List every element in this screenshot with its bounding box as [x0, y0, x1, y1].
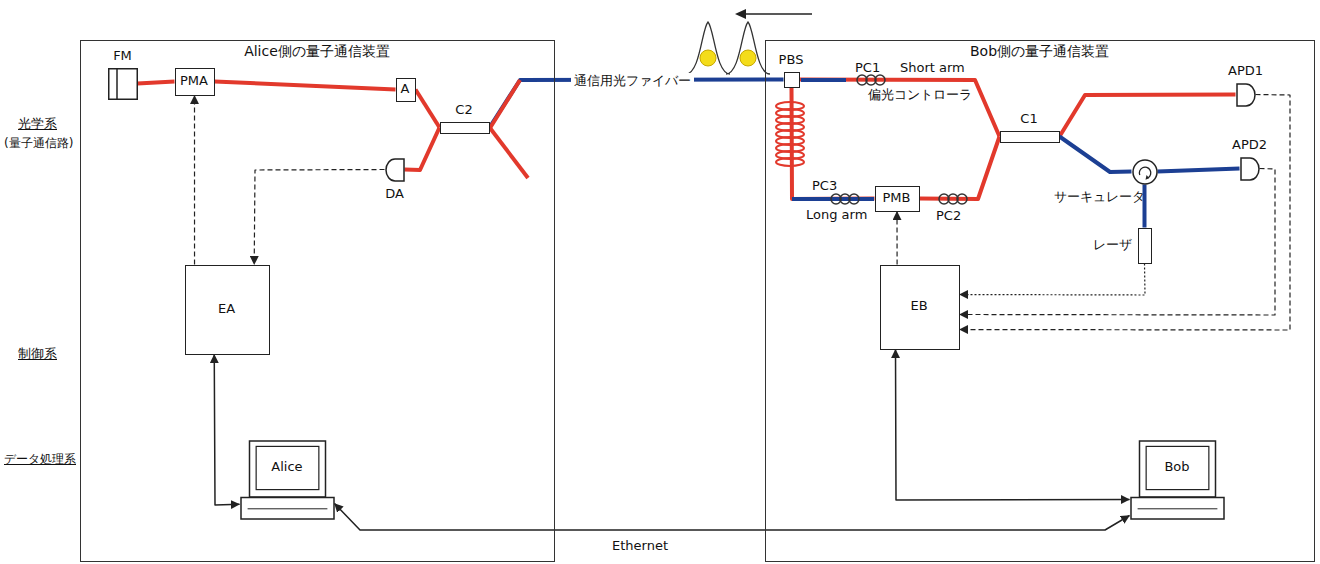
- fiber-coil: [776, 102, 804, 166]
- fiber-segment: [801, 78, 846, 82]
- part-name: C2: [455, 102, 472, 118]
- part-name: FM: [113, 48, 132, 64]
- signal-line: [254, 170, 384, 265]
- polarizing-beam-splitter: PBS: [784, 72, 800, 88]
- part-name: APD1: [1228, 63, 1263, 79]
- signal-line: [960, 169, 1276, 316]
- photodiode-symbol: [1236, 83, 1256, 107]
- signal-line: [960, 264, 1146, 296]
- optical-fiber: [405, 128, 440, 171]
- part-name: EA: [218, 301, 235, 317]
- part-name: レーザ: [1093, 237, 1132, 253]
- data-link: [896, 350, 1130, 501]
- faraday-mirror-symbol: [108, 68, 138, 100]
- laptop-symbol: [1130, 440, 1225, 520]
- laser: レーザ: [1138, 228, 1152, 264]
- controller-box: EA: [185, 265, 270, 355]
- photon-pulse: [686, 22, 770, 74]
- part-name: サーキュレータ: [1054, 189, 1145, 205]
- photon: [740, 50, 756, 66]
- fiber-segment: [490, 80, 520, 128]
- row-label: 光学系: [18, 116, 57, 132]
- row-label: (量子通信路): [4, 136, 73, 151]
- circulator: サーキュレータ: [1132, 159, 1158, 185]
- polarization-controller: [831, 194, 859, 204]
- signal-line: [896, 212, 897, 265]
- faraday-mirror: FM: [108, 68, 138, 100]
- part-label: PC2: [936, 208, 961, 224]
- laptop: Bob: [1130, 440, 1225, 520]
- controller-box: EB: [880, 265, 960, 350]
- optical-fiber: [138, 82, 175, 84]
- photodiode: APD1: [1236, 83, 1256, 107]
- optical-fiber: [416, 90, 440, 128]
- phase-modulator: PMA: [175, 68, 215, 96]
- optical-fiber: [800, 80, 1000, 137]
- part-name: Alice: [271, 459, 302, 475]
- optical-fiber: [1158, 169, 1240, 172]
- part-name: PMA: [180, 73, 208, 89]
- data-link: [335, 504, 1130, 531]
- part-name: A: [401, 81, 410, 97]
- laptop: Alice: [240, 440, 335, 520]
- part-name: APD2: [1232, 137, 1267, 153]
- polarization-controller: [939, 194, 967, 204]
- part-label: PC3: [812, 178, 837, 194]
- signal-line: [960, 95, 1291, 331]
- phase-modulator: PMB: [875, 186, 920, 212]
- row-label: データ処理系: [4, 452, 76, 467]
- arm-label: Short arm: [900, 60, 965, 76]
- panel-title: Bob側の量子通信装置: [970, 43, 1109, 61]
- edge-label: Ethernet: [609, 538, 671, 554]
- detector: DA: [385, 158, 405, 182]
- part-name: C1: [1020, 111, 1037, 127]
- photodiode: APD2: [1240, 157, 1260, 181]
- edge-label: 通信用光ファイバー: [571, 73, 694, 89]
- part-label: 偏光コントローラ: [868, 87, 972, 103]
- part-name: EB: [910, 298, 927, 314]
- signal-line: [194, 96, 195, 265]
- part-name: PBS: [779, 52, 804, 68]
- data-link: [214, 355, 239, 506]
- arm-label: Long arm: [806, 207, 867, 223]
- fiber-segment: [792, 197, 874, 201]
- photodiode-symbol: [1240, 157, 1260, 181]
- coupler-port: [490, 128, 528, 178]
- fiber-coupler: C1: [1000, 131, 1060, 143]
- photon: [700, 50, 716, 66]
- circulator-symbol: [1132, 159, 1158, 185]
- polarization-controller: [857, 75, 885, 85]
- part-name: Bob: [1164, 459, 1189, 475]
- laptop-symbol: [240, 440, 335, 520]
- part-name: PMB: [883, 190, 911, 206]
- part-label: PC1: [855, 60, 880, 76]
- detector-symbol: [385, 158, 405, 182]
- optical-fiber: [920, 137, 1000, 200]
- optical-fiber: [1060, 137, 1132, 173]
- attenuator: A: [396, 78, 416, 102]
- part-name: DA: [385, 186, 404, 202]
- row-label: 制御系: [18, 346, 57, 362]
- device-panel: Bob側の量子通信装置 PBS PMB C1 APD1APD2 サーキュレータレーザ EB B…: [765, 40, 1315, 562]
- optical-fiber: [1060, 95, 1236, 137]
- optical-fiber: [215, 82, 396, 90]
- panel-title: Alice側の量子通信装置: [244, 43, 390, 61]
- travel-arrow: [735, 9, 812, 19]
- fiber-coupler: C2: [440, 122, 490, 134]
- device-panel: Alice側の量子通信装置 FM PMA A C2DA EA Alice: [80, 40, 555, 562]
